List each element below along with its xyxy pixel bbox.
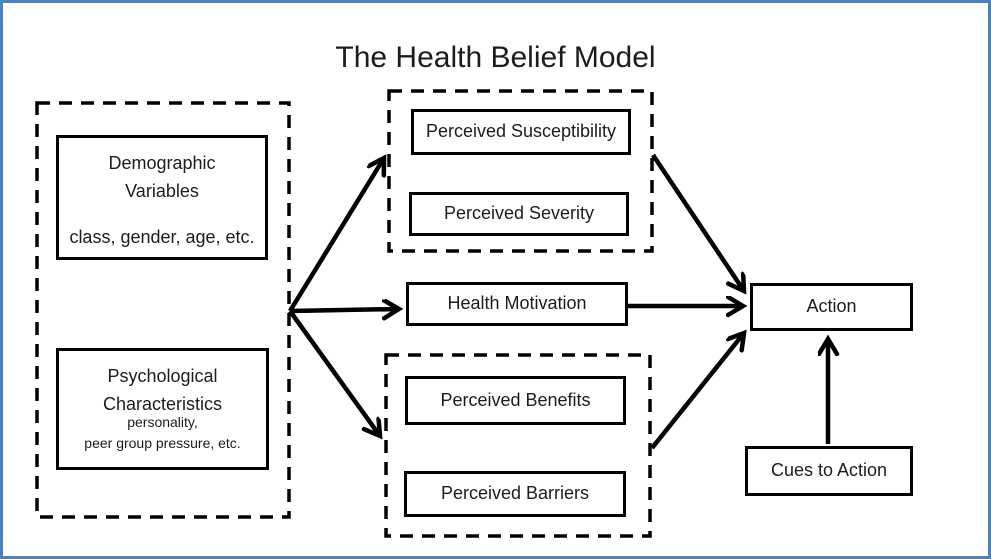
action-label: Action xyxy=(806,296,857,317)
node-perceived-severity: Perceived Severity xyxy=(409,192,629,236)
node-health-motivation: Health Motivation xyxy=(406,282,628,326)
node-perceived-susceptibility: Perceived Susceptibility xyxy=(411,109,631,155)
psychological-title-line2: Characteristics xyxy=(102,393,223,414)
node-cues-to-action: Cues to Action xyxy=(745,446,913,496)
perceived-threat-group-frame xyxy=(387,89,654,253)
perceived-severity-label: Perceived Severity xyxy=(443,203,595,224)
variables-group-frame xyxy=(35,101,291,519)
arrow-threat-group-to-action xyxy=(651,153,744,291)
cues-to-action-label: Cues to Action xyxy=(770,460,888,481)
psychological-subtitle-line2: peer group pressure, etc. xyxy=(84,435,241,452)
health-motivation-label: Health Motivation xyxy=(447,293,587,314)
arrow-variables-to-benefits-group xyxy=(288,309,380,436)
node-perceived-benefits: Perceived Benefits xyxy=(405,376,626,425)
arrow-variables-to-health-motivation xyxy=(289,309,399,311)
node-perceived-barriers: Perceived Barriers xyxy=(404,471,626,517)
arrow-variables-to-threat-group xyxy=(288,158,384,313)
demographic-subtitle: class, gender, age, etc. xyxy=(69,226,255,247)
benefits-barriers-group-frame xyxy=(384,353,652,538)
perceived-benefits-label: Perceived Benefits xyxy=(440,389,591,410)
diagram-title: The Health Belief Model xyxy=(335,41,656,74)
psychological-title-line1: Psychological xyxy=(107,366,218,386)
perceived-barriers-label: Perceived Barriers xyxy=(440,483,590,504)
node-psychological-characteristics: Psychological Characteristics personalit… xyxy=(56,348,269,470)
connector-layer xyxy=(35,89,988,538)
node-action: Action xyxy=(750,283,913,331)
demographic-title-line1: Demographic xyxy=(108,153,216,173)
node-demographic-variables: Demographic Variables class, gender, age… xyxy=(56,135,268,260)
psychological-subtitle-line1: personality, xyxy=(127,413,198,430)
demographic-title-line2: Variables xyxy=(125,180,199,201)
arrow-benefits-group-to-action xyxy=(650,333,744,450)
perceived-susceptibility-label: Perceived Susceptibility xyxy=(425,121,617,142)
